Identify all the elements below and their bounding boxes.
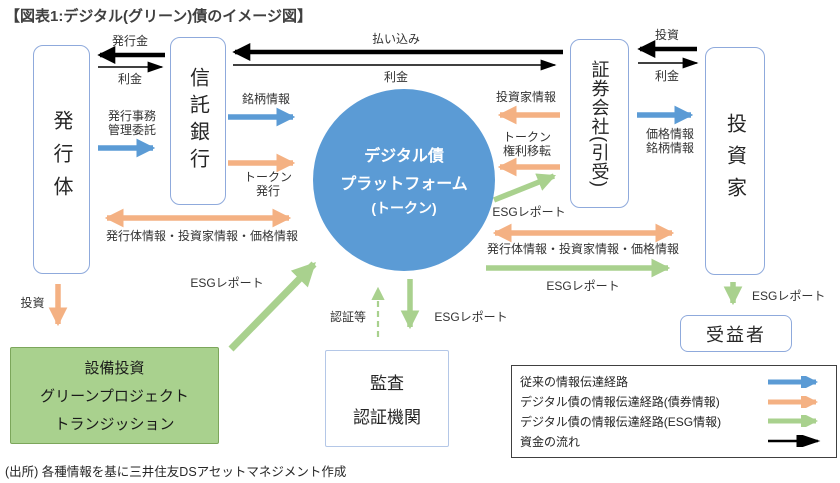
label-esg-greenbox: ESGレポート [190, 276, 264, 290]
label-interest-left: 利金 [117, 72, 142, 86]
green-project-line3: トランジッション [54, 416, 175, 433]
label-admin-delegation: 発行事務 管理委託 [92, 109, 172, 138]
label-esg-investor: ESGレポート [546, 279, 620, 293]
label-investor-info: 投資家情報 [495, 90, 556, 104]
legend-row-esg-info: デジタル債の情報伝達経路(ESG情報) [520, 413, 828, 430]
audit-box: 監査 認証機関 [325, 350, 449, 447]
green-project-line1: 設備投資 [84, 360, 145, 377]
label-price-brand-info: 価格情報 銘柄情報 [630, 127, 710, 156]
legend-label-esg-info: デジタル債の情報伝達経路(ESG情報) [520, 414, 722, 429]
label-token-transfer-line2: 権利移転 [502, 144, 551, 159]
platform-line1: デジタル債 [364, 148, 444, 165]
label-price-info-line2: 銘柄情報 [645, 141, 694, 156]
green-project-box: 設備投資 グリーンプロジェクト トランジッション [10, 347, 219, 444]
green-project-line2: グリーンプロジェクト [40, 388, 189, 405]
label-admin-line2: 管理委託 [107, 123, 156, 138]
label-token-transfer: トークン 権利移転 [487, 130, 567, 159]
label-esg-beneficiary: ESGレポート [752, 289, 826, 303]
label-esg-securities: ESGレポート [492, 205, 566, 219]
investor-box: 投資家 [705, 47, 765, 275]
trust-bank-box: 信託銀行 [170, 37, 226, 205]
legend-arrow-orange-icon [768, 395, 818, 408]
page-title: 【図表1:デジタル(グリーン)債のイメージ図】 [5, 8, 312, 25]
legend-label-conventional: 従来の情報伝達経路 [520, 375, 629, 390]
label-issue-money: 発行金 [111, 34, 148, 48]
arrow-esg-securities [492, 173, 557, 203]
beneficiary-box: 受益者 [680, 315, 792, 352]
platform-circle: デジタル債 プラットフォーム (トークン) [313, 89, 495, 271]
audit-line2: 認証機関 [353, 408, 421, 427]
label-payment: 払い込み [371, 32, 420, 46]
label-interest-center: 利金 [383, 70, 408, 84]
label-investment-down: 投資 [20, 296, 45, 310]
legend-row-money-flow: 資金の流れ [520, 433, 828, 450]
audit-line1: 監査 [370, 374, 404, 393]
label-brand-info: 銘柄情報 [241, 92, 290, 106]
legend-arrow-blue-icon [768, 375, 818, 388]
platform-line2: プラットフォーム [340, 176, 468, 193]
label-combo-right: 発行体情報・投資家情報・価格情報 [486, 242, 679, 256]
label-combo-left: 発行体情報・投資家情報・価格情報 [105, 229, 298, 243]
label-admin-line1: 発行事務 [107, 109, 156, 123]
platform-line3: (トークン) [371, 200, 437, 216]
label-interest-right: 利金 [654, 69, 679, 83]
legend-row-bond-info: デジタル債の情報伝達経路(債券情報) [520, 393, 828, 410]
label-token-issue-line1: トークン [243, 170, 292, 184]
label-esg-audit: ESGレポート [434, 310, 508, 324]
securities-company-box: 証券会社(引受) [570, 39, 629, 208]
legend-arrow-black-icon [768, 435, 821, 448]
label-price-info-line1: 価格情報 [645, 127, 694, 141]
label-token-issue-line2: 発行 [255, 184, 280, 199]
legend-label-money-flow: 資金の流れ [520, 434, 581, 449]
label-investment-top: 投資 [654, 28, 679, 42]
legend-row-conventional: 従来の情報伝達経路 [520, 373, 828, 390]
legend-box: 従来の情報伝達経路 デジタル債の情報伝達経路(債券情報) デジタル債の情報伝達経… [511, 365, 837, 458]
label-token-issue: トークン 発行 [228, 170, 308, 199]
legend-label-bond-info: デジタル債の情報伝達経路(債券情報) [520, 395, 720, 410]
label-certification: 認証等 [329, 310, 366, 324]
legend-arrow-green-icon [768, 415, 818, 428]
source-note: (出所) 各種情報を基に三井住友DSアセットマネジメント作成 [5, 465, 347, 479]
label-token-transfer-line1: トークン [502, 130, 551, 144]
issuer-box: 発行体 [33, 45, 90, 274]
